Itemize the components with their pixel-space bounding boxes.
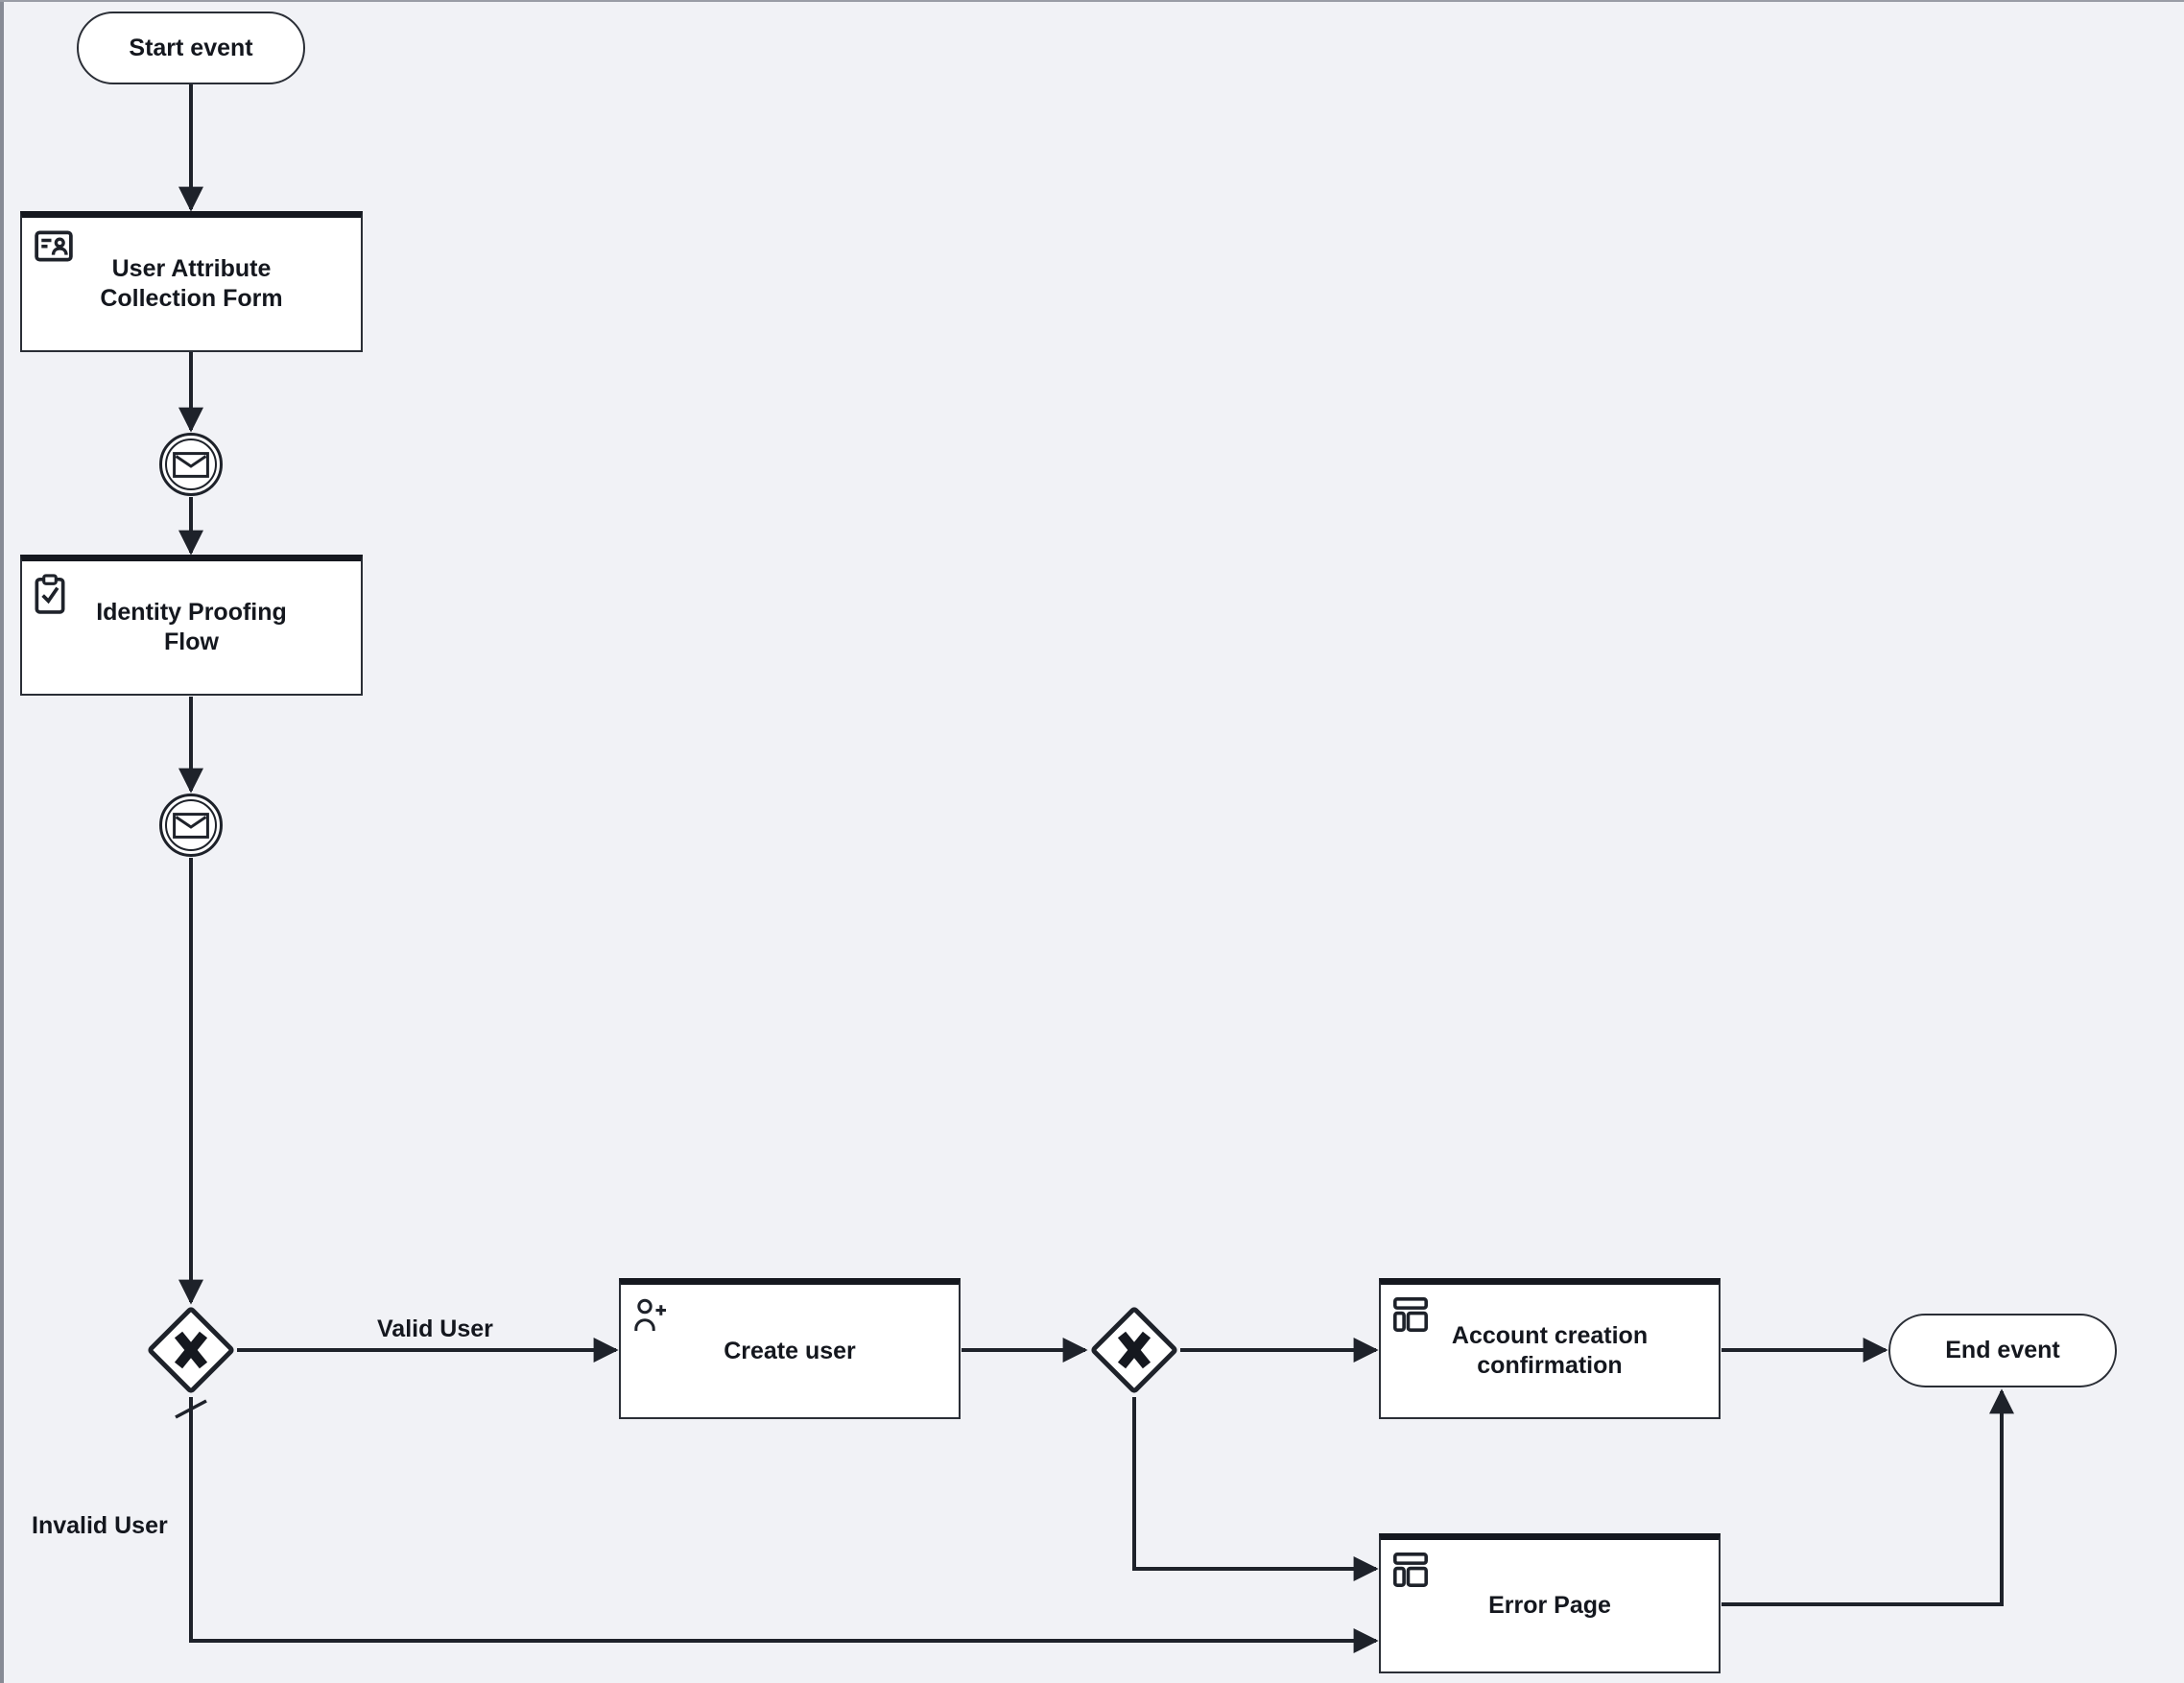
user-add-icon — [633, 1297, 672, 1338]
id-card-icon — [35, 230, 73, 271]
edge-label-valid-user: Valid User — [377, 1316, 493, 1342]
task-identity-proofing-flow[interactable]: Identity Proofing Flow — [20, 555, 363, 696]
start-event-label: Start event — [129, 34, 253, 61]
flow-gateway-2-to-error-page[interactable] — [1132, 1397, 1379, 1581]
task-create-user[interactable]: Create user — [619, 1278, 961, 1419]
start-event-node[interactable]: Start event — [77, 12, 305, 84]
task-label: Account creation confirmation — [1451, 1322, 1649, 1379]
flow-error-page-to-end-event[interactable] — [1721, 1388, 2014, 1606]
xor-marker-icon — [173, 1330, 209, 1370]
task-label: Error Page — [1488, 1592, 1611, 1619]
task-label: User Attribute Collection Form — [100, 255, 283, 312]
envelope-icon — [173, 451, 209, 478]
xor-gateway-merge[interactable] — [1088, 1304, 1180, 1396]
canvas-top-border — [0, 0, 2184, 2]
envelope-icon — [173, 812, 209, 839]
layout-icon — [1393, 1553, 1432, 1593]
end-event-node[interactable]: End event — [1888, 1314, 2117, 1387]
message-intermediate-event-1[interactable] — [159, 433, 223, 496]
end-event-label: End event — [1945, 1337, 2060, 1363]
task-label: Identity Proofing Flow — [96, 599, 287, 655]
task-label: Create user — [724, 1337, 856, 1364]
xor-gateway-valid-user[interactable] — [145, 1304, 237, 1396]
clipboard-check-icon — [35, 574, 73, 614]
layout-icon — [1393, 1297, 1432, 1338]
task-user-attribute-collection-form[interactable]: User Attribute Collection Form — [20, 211, 363, 352]
task-account-creation-confirmation[interactable]: Account creation confirmation — [1379, 1278, 1721, 1419]
flow-gateway-1-to-error-page[interactable] — [189, 1397, 1379, 1653]
default-flow-slash-marker — [175, 1399, 207, 1419]
xor-marker-icon — [1116, 1330, 1152, 1370]
canvas-left-border — [0, 0, 4, 1683]
edge-label-invalid-user: Invalid User — [32, 1512, 168, 1539]
message-intermediate-event-2[interactable] — [159, 794, 223, 857]
task-error-page[interactable]: Error Page — [1379, 1533, 1721, 1673]
